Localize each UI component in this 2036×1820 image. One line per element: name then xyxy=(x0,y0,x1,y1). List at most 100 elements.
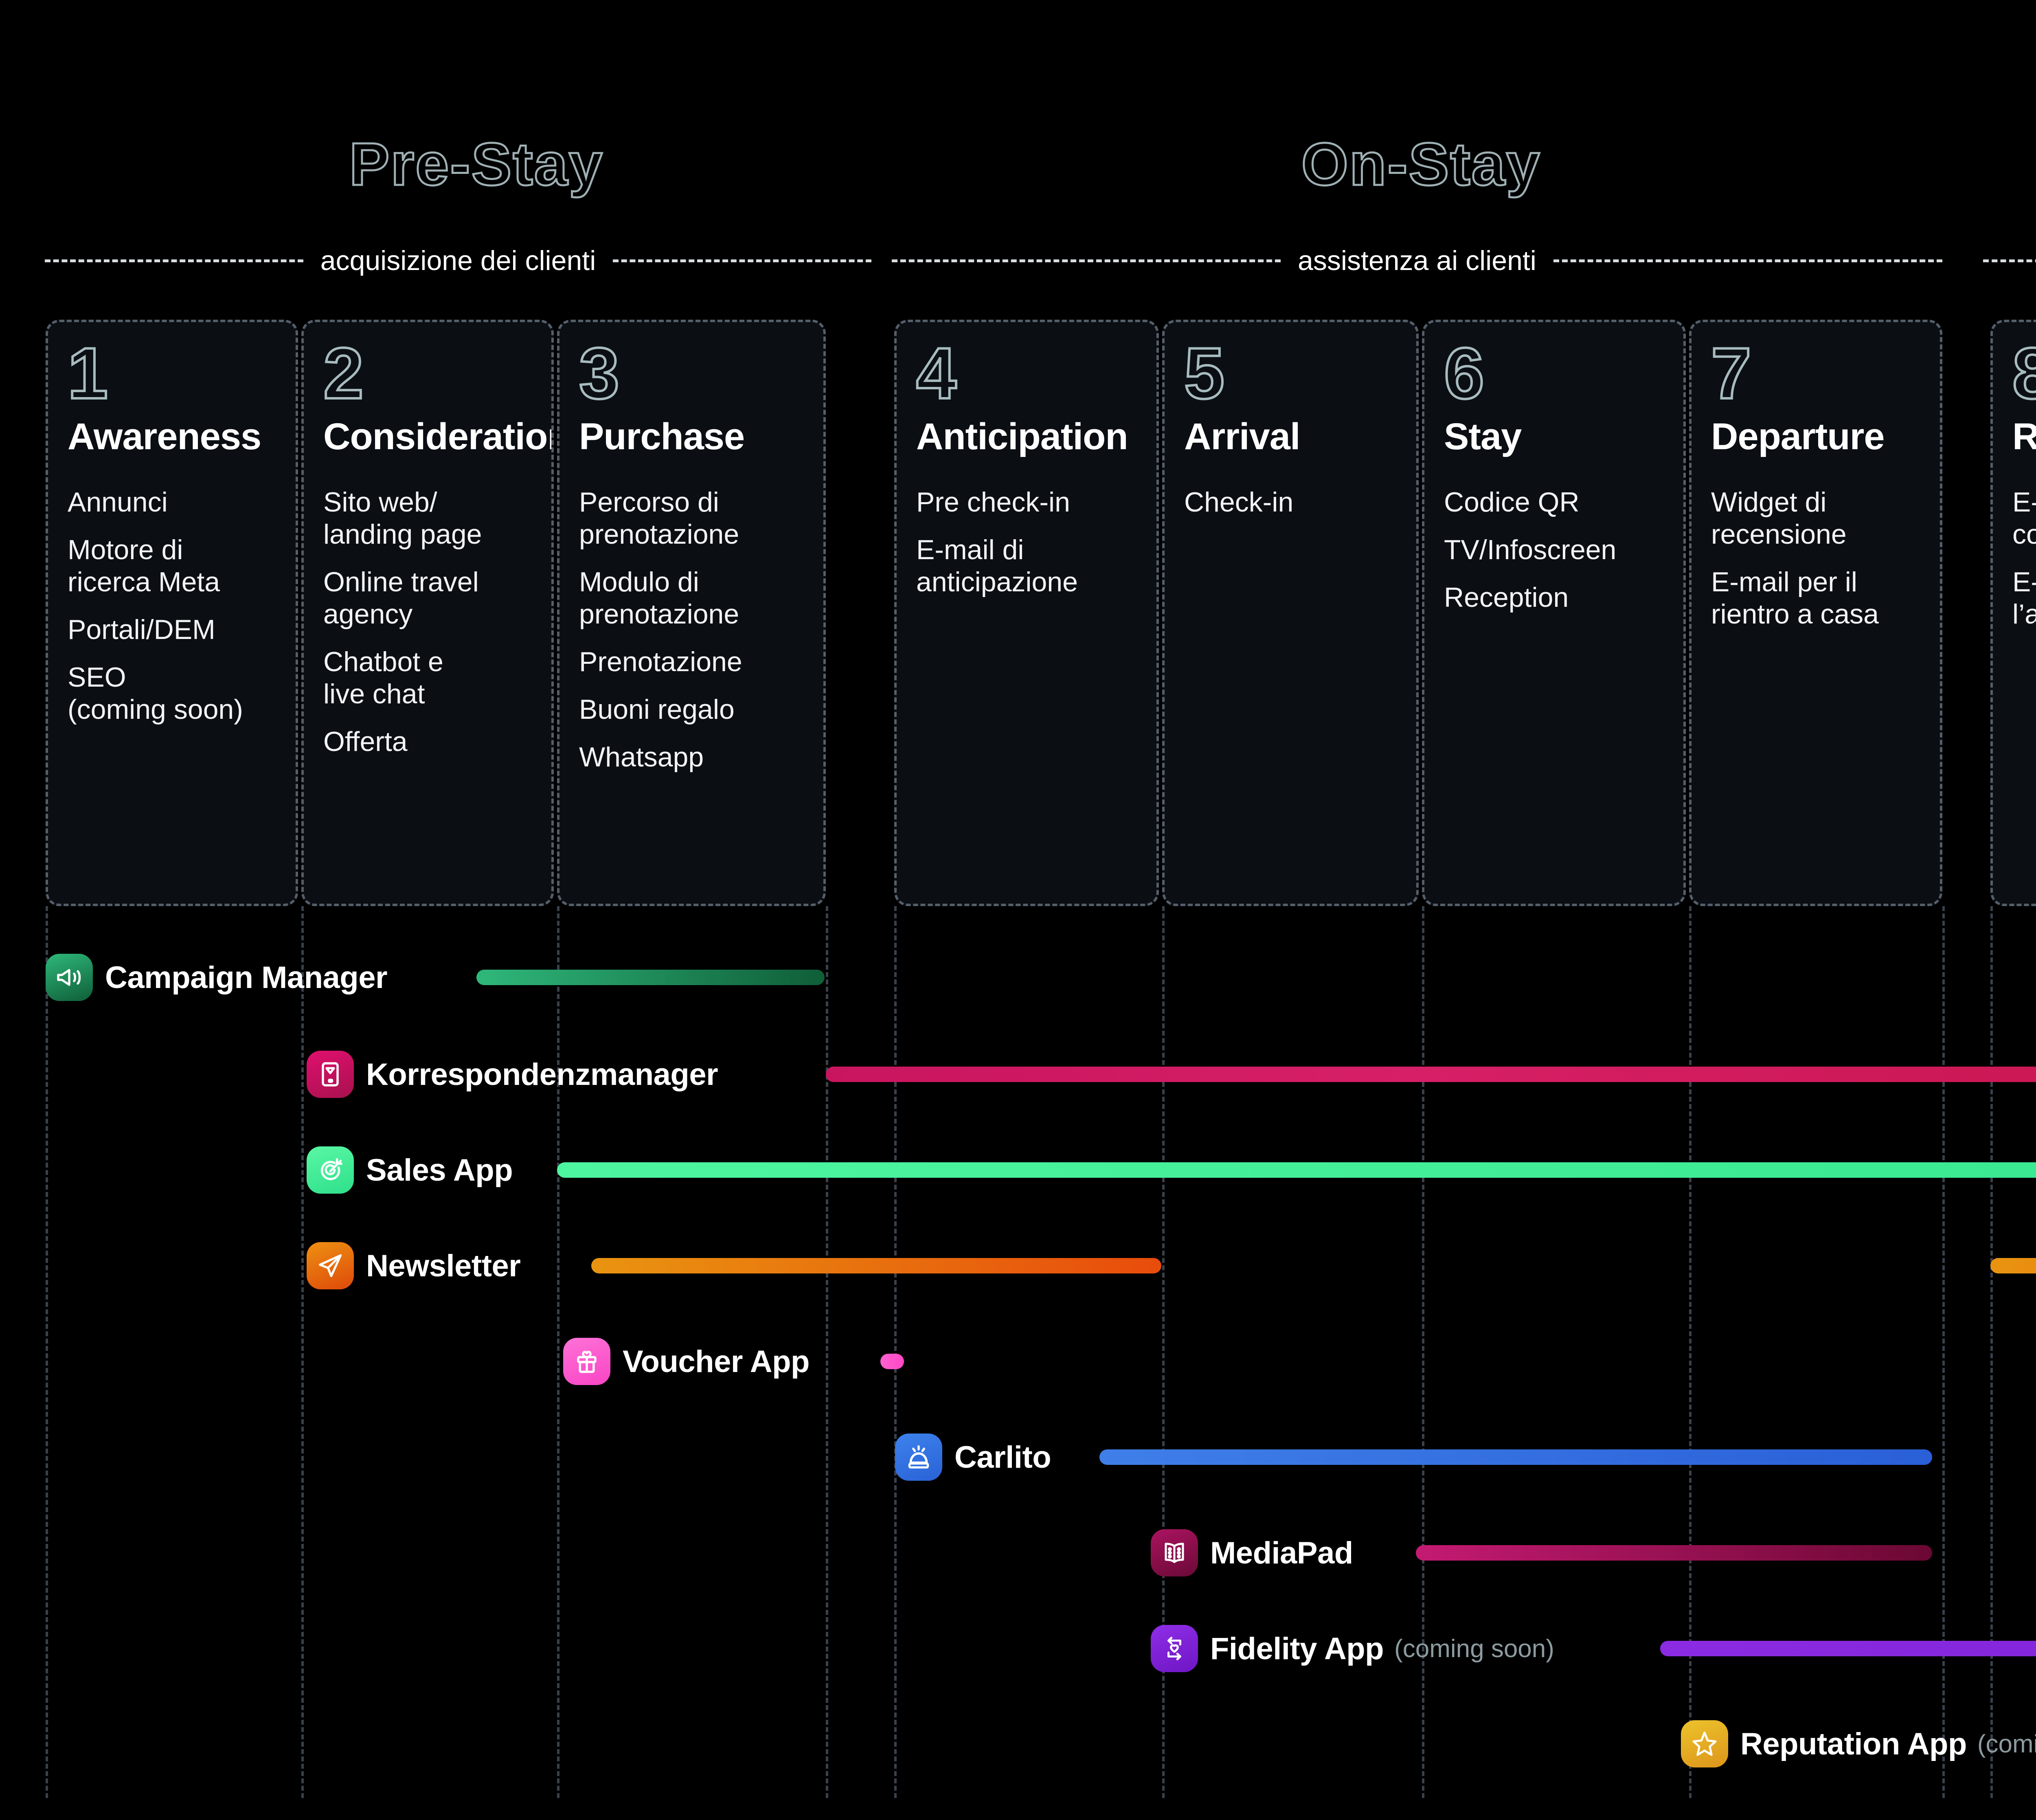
coverage-bar-newsletter-b xyxy=(1990,1258,2036,1273)
stage-card-2[interactable]: 2 Consideration Sito web/ landing page O… xyxy=(301,320,554,906)
stage-card-3[interactable]: 3 Purchase Percorso di prenotazione Modu… xyxy=(557,320,826,906)
app-row-fidelity-app[interactable]: Fidelity App (coming soon) xyxy=(1151,1624,1554,1673)
stage-items: Check-in xyxy=(1184,486,1397,518)
stage-item: Annunci xyxy=(68,487,168,518)
stage-items: Widget di recensione E-mail per il rient… xyxy=(1711,486,1920,630)
dash-right xyxy=(613,259,871,262)
stage-item: Modulo di prenotazione xyxy=(579,566,739,630)
stage-item: Offerta xyxy=(323,726,408,757)
app-name: Fidelity App xyxy=(1210,1631,1384,1666)
coverage-bar-korrespondenzmanager xyxy=(826,1067,2036,1082)
stage-number: 6 xyxy=(1443,333,1485,414)
coverage-bar-campaign-manager-a xyxy=(476,970,825,985)
stage-title: Stay xyxy=(1444,415,1522,457)
coverage-bar-sales-app xyxy=(557,1162,2036,1178)
phase-title-post-stay: Post-Stay xyxy=(1995,134,2036,195)
stage-card-1[interactable]: 1 Awareness Annunci Motore di ricerca Me… xyxy=(46,320,298,906)
stage-item: Prenotazione xyxy=(579,646,742,677)
dash-left xyxy=(45,259,303,262)
app-row-reputation-app[interactable]: Reputation App (coming soon) xyxy=(1681,1719,2036,1768)
stage-items: Annunci Motore di ricerca Meta Portali/D… xyxy=(68,486,276,725)
target-icon xyxy=(307,1146,354,1194)
stage-title: Purchase xyxy=(579,415,745,457)
envelope-icon xyxy=(307,1051,354,1098)
openbook-icon xyxy=(1151,1529,1198,1576)
stage-item: Online travel agency xyxy=(323,566,479,630)
phase-subtitle-label: acquisizione dei clienti xyxy=(320,245,596,276)
app-row-voucher-app[interactable]: Voucher App xyxy=(563,1337,810,1386)
app-row-newsletter[interactable]: Newsletter xyxy=(307,1241,521,1290)
stage-items: Sito web/ landing page Online travel age… xyxy=(323,486,532,757)
stage-item: Motore di ricerca Meta xyxy=(68,534,220,598)
app-name: Korrespondenzmanager xyxy=(366,1057,718,1092)
stage-number: 5 xyxy=(1183,333,1226,414)
app-row-mediapad[interactable]: MediaPad xyxy=(1151,1528,1353,1577)
app-status-note: (coming soon) xyxy=(1394,1634,1554,1663)
stage-item: Buoni regalo xyxy=(579,694,735,725)
stage-item: TV/Infoscreen xyxy=(1444,534,1617,566)
app-name: Campaign Manager xyxy=(105,960,388,995)
stage-title: Anticipation xyxy=(916,415,1128,457)
column-separator xyxy=(557,906,559,1798)
app-name: Voucher App xyxy=(623,1344,810,1379)
column-separator xyxy=(1162,906,1165,1798)
stage-card-5[interactable]: 5 Arrival Check-in xyxy=(1162,320,1419,906)
stage-number: 8 xyxy=(2011,336,2036,411)
stage-item: E-mail per il compleanno xyxy=(2012,487,2036,550)
stage-item: SEO (coming soon) xyxy=(68,661,243,725)
app-row-campaign-manager[interactable]: Campaign Manager xyxy=(46,953,388,1002)
megaphone-icon xyxy=(46,954,93,1001)
stage-card-6[interactable]: 6 Stay Codice QR TV/Infoscreen Reception xyxy=(1422,320,1686,906)
stage-number: 1 xyxy=(66,333,109,414)
stage-card-7[interactable]: 7 Departure Widget di recensione E-mail … xyxy=(1689,320,1942,906)
app-row-sales-app[interactable]: Sales App xyxy=(307,1146,513,1194)
dash-left xyxy=(892,259,1281,262)
stage-title: Retention xyxy=(2012,417,2036,457)
stage-number: 2 xyxy=(322,333,365,414)
stage-item: Chatbot e live chat xyxy=(323,646,443,709)
stage-card-4[interactable]: 4 Anticipation Pre check-in E-mail di an… xyxy=(894,320,1159,906)
column-separator xyxy=(894,906,897,1798)
column-separator xyxy=(1942,906,1945,1798)
stage-title: Awareness xyxy=(68,415,261,457)
paperplane-icon xyxy=(307,1242,354,1289)
coverage-bar-mediapad xyxy=(1416,1545,1932,1561)
phase-title-pre-stay: Pre-Stay xyxy=(348,131,604,198)
app-name: Newsletter xyxy=(366,1248,521,1283)
column-separator xyxy=(301,906,304,1798)
stage-number: 4 xyxy=(915,333,958,414)
phase-subtitle-post-stay: riacquisizione dei clienti xyxy=(1983,248,2036,273)
app-row-korrespondenzmanager[interactable]: Korrespondenzmanager xyxy=(307,1050,718,1099)
dash-left xyxy=(1983,259,2036,262)
stage-item: E-mail per l’anniversario xyxy=(2012,566,2036,630)
stage-card-8[interactable]: 8 Retention E-mail per il compleanno E-m… xyxy=(1990,320,2036,906)
phase-subtitle-pre-stay: acquisizione dei clienti xyxy=(45,245,871,276)
stage-item: Percorso di prenotazione xyxy=(579,487,739,550)
app-name: Carlito xyxy=(954,1440,1051,1475)
column-separator xyxy=(1422,906,1424,1798)
stage-item: Widget di recensione xyxy=(1711,487,1847,550)
stage-item: Reception xyxy=(1444,582,1569,613)
stage-items: Percorso di prenotazione Modulo di preno… xyxy=(579,486,804,773)
coverage-bar-newsletter-a xyxy=(591,1258,1161,1273)
stage-item: Pre check-in xyxy=(916,487,1070,518)
stage-item: Check-in xyxy=(1184,487,1294,518)
stage-item: Whatsapp xyxy=(579,741,704,773)
stage-items: E-mail per il compleanno E-mail per l’an… xyxy=(2012,486,2036,630)
stage-item: Codice QR xyxy=(1444,487,1580,518)
column-separator xyxy=(46,906,48,1798)
stage-number: 7 xyxy=(1710,333,1753,414)
stage-number: 3 xyxy=(578,333,621,414)
app-name: MediaPad xyxy=(1210,1535,1353,1570)
app-row-carlito[interactable]: Carlito xyxy=(895,1433,1051,1482)
column-separator xyxy=(826,906,828,1798)
coverage-bar-fidelity-app xyxy=(1660,1641,2036,1656)
loyalty-icon xyxy=(1151,1625,1198,1672)
app-name: Sales App xyxy=(366,1153,513,1188)
gift-icon xyxy=(563,1338,610,1385)
app-status-note: (coming soon) xyxy=(1977,1730,2036,1758)
bell-alarm-icon xyxy=(895,1434,942,1481)
coverage-bar-carlito xyxy=(1099,1449,1932,1465)
stage-item: Portali/DEM xyxy=(68,614,215,645)
